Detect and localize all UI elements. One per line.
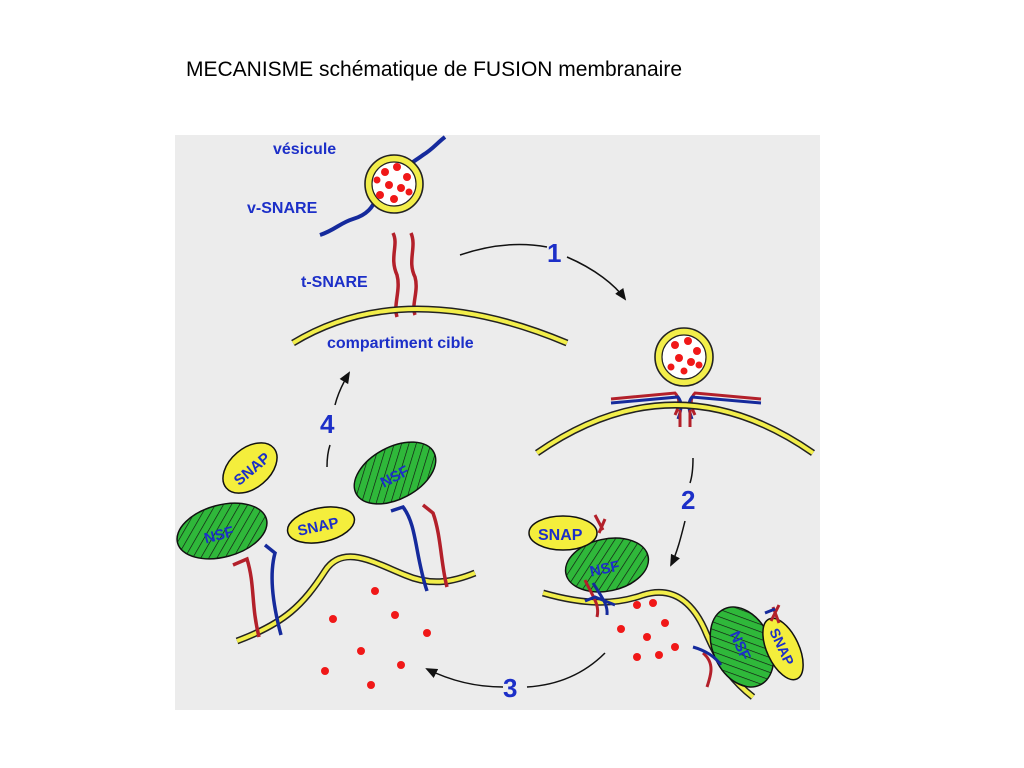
- arrow-step-4-head: [334, 371, 351, 406]
- arrow-step-3-head: [425, 668, 504, 688]
- arrow-step-2: [689, 457, 694, 484]
- step-number-2: 2: [681, 485, 695, 515]
- t-snare-pair: [391, 232, 418, 318]
- released-cargo-fusion: [617, 599, 679, 661]
- target-compartment-label: compartiment cible: [327, 335, 474, 352]
- arrow-step-2-head: [670, 520, 686, 567]
- nsf-protein-free-right: NSF: [353, 441, 437, 505]
- nsf-protein-upper: NSF: [564, 537, 650, 593]
- arrow-step-1: [459, 243, 548, 256]
- step-number-3: 3: [503, 673, 517, 703]
- snare-bundle-lower: [692, 604, 781, 688]
- stage-dissociation: NSF SNAP SNAP NSF: [176, 441, 477, 689]
- snap-protein-free-middle: SNAP: [286, 506, 356, 544]
- released-cargo-dissociation: [321, 587, 431, 689]
- membrane-fusion-diagram: vésicule v-SNARE t-SNARE compartiment ci…: [175, 135, 820, 710]
- snap-protein-upper: SNAP: [528, 515, 598, 551]
- stage-vesicle-approach: vésicule v-SNARE t-SNARE compartiment ci…: [247, 135, 569, 352]
- snap-protein-lower: SNAP: [762, 617, 804, 681]
- t-snare-label: t-SNARE: [301, 274, 368, 291]
- nsf-protein-lower: NSF: [709, 606, 775, 688]
- docked-vesicle-cargo: [667, 337, 703, 375]
- free-snares-right: [390, 503, 449, 592]
- vesicle-label: vésicule: [273, 141, 336, 158]
- nsf-protein-free-left: NSF: [176, 502, 268, 560]
- vesicle-cargo: [373, 163, 413, 203]
- stage-fusion: NSF SNAP NSF SNAP: [528, 514, 804, 700]
- arrow-step-3: [526, 652, 606, 688]
- step-number-4: 4: [320, 409, 335, 439]
- nsf-label-upper: NSF: [588, 558, 621, 581]
- arrow-step-1-head: [566, 256, 627, 301]
- step-number-1: 1: [547, 238, 561, 268]
- snare-bundle-upper: [583, 579, 616, 618]
- snap-label-upper: SNAP: [538, 527, 583, 544]
- stage-docking: [535, 327, 815, 456]
- free-snares-left: [232, 543, 283, 638]
- page-title: MECANISME schématique de FUSION membrana…: [186, 58, 682, 81]
- v-snare-label: v-SNARE: [247, 200, 318, 217]
- arrow-step-4: [326, 444, 331, 468]
